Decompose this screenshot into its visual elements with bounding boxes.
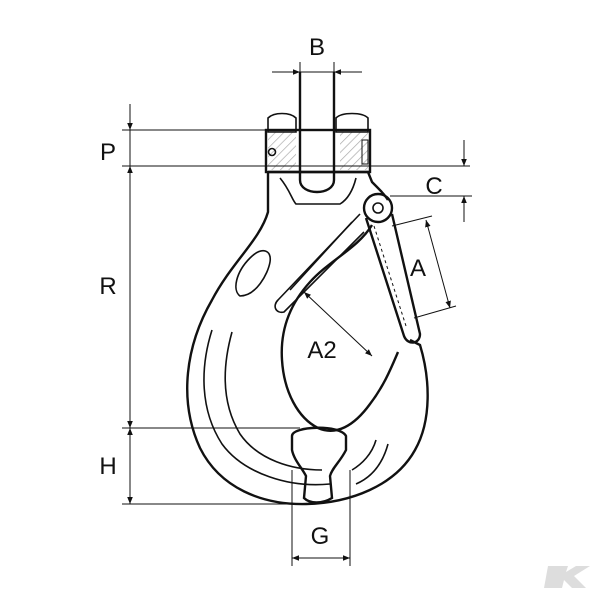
- hook-groove-right: [355, 443, 389, 485]
- latch-pivot-icon: [362, 192, 394, 224]
- latch-rail-inner: [289, 221, 353, 291]
- latch-arm: [364, 213, 422, 344]
- hook-oval-slot: [235, 250, 272, 297]
- dimension-label-a: A: [410, 255, 426, 282]
- coupler-left-section: [267, 112, 297, 133]
- dimension-label-a2: A2: [307, 337, 336, 364]
- hook-inner-throat: [280, 224, 400, 432]
- dimension-label-g: G: [311, 523, 330, 550]
- hook-bottom-cross-section: [290, 426, 348, 504]
- coupler-bolt-icon: [267, 147, 277, 157]
- coupler-block: [264, 128, 372, 174]
- hook-body-groove-inner: [224, 331, 323, 471]
- dimension-a2: A2: [303, 291, 373, 364]
- hook-body-groove: [203, 329, 331, 486]
- dimension-label-c: C: [425, 173, 442, 200]
- hook-body: [186, 170, 429, 506]
- brand-logo-icon: [544, 566, 590, 588]
- dimension-label-r: R: [99, 273, 116, 300]
- hook-outer-contour: [186, 172, 429, 506]
- hook-shoulder-detail: [279, 177, 357, 205]
- dimension-label-h: H: [99, 453, 116, 480]
- dimension-p: P: [100, 104, 470, 167]
- dimension-g: G: [291, 470, 351, 566]
- dimension-h: H: [99, 427, 310, 505]
- pin-shaft: [298, 72, 336, 194]
- latch-rail-outer: [274, 213, 365, 314]
- coupler-right-section: [335, 112, 369, 133]
- top-coupler: [264, 72, 372, 194]
- dimension-label-b: B: [309, 34, 325, 61]
- dimension-r: R: [99, 166, 133, 428]
- coupler-latch-stop: [361, 139, 369, 165]
- safety-latch: [362, 192, 422, 344]
- bottom-section: [290, 426, 348, 504]
- dimension-b: B: [272, 34, 362, 128]
- dimension-c: C: [390, 140, 472, 222]
- dimension-a: A: [391, 215, 457, 319]
- latch-arm-hidden-line: [373, 225, 407, 327]
- dimension-label-p: P: [100, 139, 116, 166]
- hook-groove-right-inner: [351, 439, 377, 471]
- latch-pivot-pin-icon: [372, 202, 384, 214]
